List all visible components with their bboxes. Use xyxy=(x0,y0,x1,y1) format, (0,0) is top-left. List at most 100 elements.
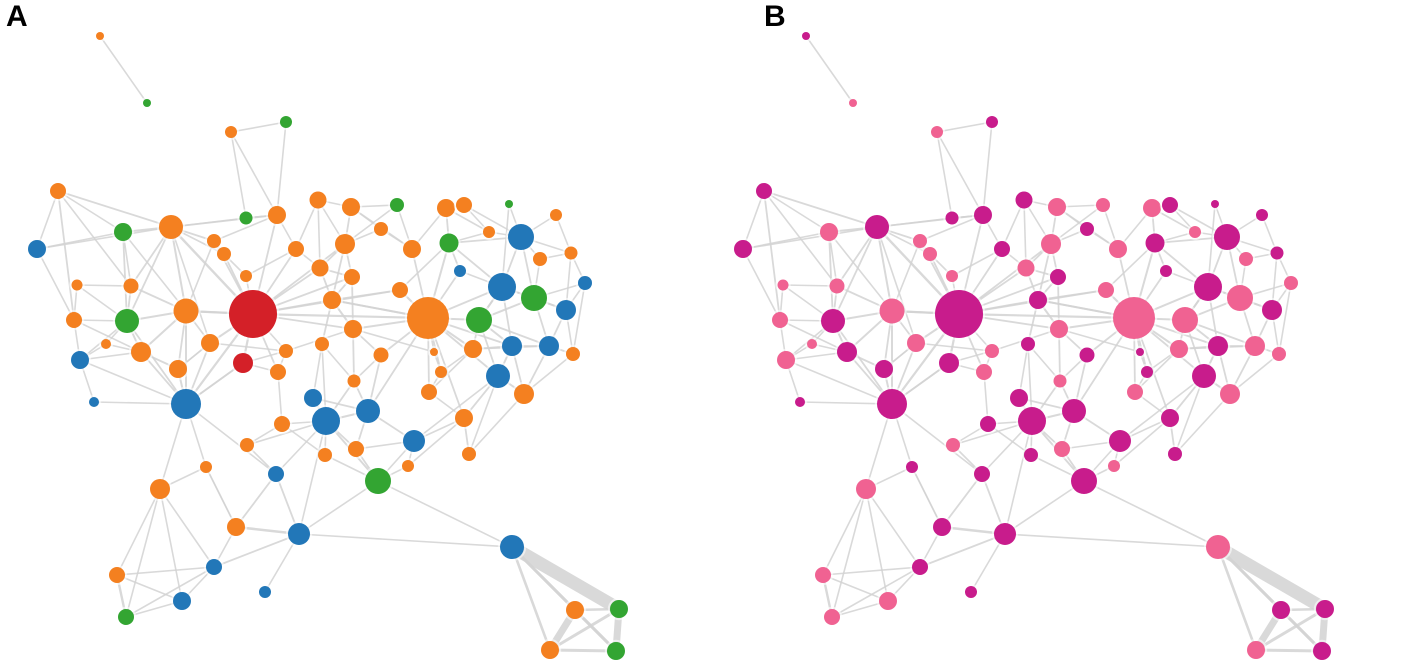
graph-node[interactable] xyxy=(879,592,897,610)
graph-node[interactable] xyxy=(1143,199,1161,217)
graph-node[interactable] xyxy=(390,198,404,212)
graph-node[interactable] xyxy=(403,240,421,258)
graph-node[interactable] xyxy=(734,240,752,258)
graph-node[interactable] xyxy=(1162,197,1178,213)
graph-node[interactable] xyxy=(1050,320,1068,338)
graph-node[interactable] xyxy=(114,223,132,241)
graph-node[interactable] xyxy=(1054,441,1070,457)
graph-node[interactable] xyxy=(985,344,999,358)
graph-node[interactable] xyxy=(318,448,332,462)
graph-node[interactable] xyxy=(217,247,231,261)
graph-node[interactable] xyxy=(240,270,252,282)
graph-node[interactable] xyxy=(1313,642,1331,660)
graph-node[interactable] xyxy=(437,199,455,217)
graph-node[interactable] xyxy=(1272,347,1286,361)
graph-node[interactable] xyxy=(533,252,547,266)
graph-node[interactable] xyxy=(430,348,438,356)
graph-node[interactable] xyxy=(556,300,576,320)
graph-node[interactable] xyxy=(207,234,221,248)
graph-node[interactable] xyxy=(877,389,907,419)
graph-node[interactable] xyxy=(856,479,876,499)
graph-node[interactable] xyxy=(206,559,222,575)
graph-node[interactable] xyxy=(455,409,473,427)
graph-node[interactable] xyxy=(1194,273,1222,301)
graph-node[interactable] xyxy=(1211,200,1219,208)
graph-node[interactable] xyxy=(1018,407,1046,435)
graph-node[interactable] xyxy=(815,567,831,583)
graph-node[interactable] xyxy=(304,389,322,407)
graph-node[interactable] xyxy=(1050,269,1066,285)
graph-node[interactable] xyxy=(923,247,937,261)
graph-node[interactable] xyxy=(772,312,788,328)
graph-node[interactable] xyxy=(131,342,151,362)
graph-node[interactable] xyxy=(1170,340,1188,358)
graph-node[interactable] xyxy=(1096,198,1110,212)
graph-node[interactable] xyxy=(66,312,82,328)
graph-node[interactable] xyxy=(849,99,857,107)
graph-node[interactable] xyxy=(945,211,959,225)
graph-node[interactable] xyxy=(89,397,99,407)
graph-node[interactable] xyxy=(1010,389,1028,407)
graph-node[interactable] xyxy=(159,215,183,239)
graph-node[interactable] xyxy=(173,298,199,324)
graph-node[interactable] xyxy=(115,309,139,333)
graph-node[interactable] xyxy=(392,282,408,298)
graph-node[interactable] xyxy=(974,466,990,482)
graph-node[interactable] xyxy=(229,290,277,338)
graph-node[interactable] xyxy=(1109,240,1127,258)
graph-node[interactable] xyxy=(879,298,905,324)
graph-node[interactable] xyxy=(1272,601,1290,619)
graph-node[interactable] xyxy=(1245,336,1265,356)
graph-node[interactable] xyxy=(1316,600,1334,618)
graph-node[interactable] xyxy=(71,279,83,291)
graph-node[interactable] xyxy=(907,334,925,352)
graph-node[interactable] xyxy=(311,259,329,277)
graph-node[interactable] xyxy=(1098,282,1114,298)
graph-node[interactable] xyxy=(1256,209,1268,221)
graph-node[interactable] xyxy=(807,339,817,349)
graph-node[interactable] xyxy=(986,116,998,128)
graph-node[interactable] xyxy=(1048,198,1066,216)
graph-node[interactable] xyxy=(829,278,845,294)
graph-node[interactable] xyxy=(123,278,139,294)
graph-node[interactable] xyxy=(323,291,341,309)
graph-node[interactable] xyxy=(288,241,304,257)
graph-node[interactable] xyxy=(270,364,286,380)
graph-node[interactable] xyxy=(1247,641,1265,659)
graph-node[interactable] xyxy=(1168,447,1182,461)
graph-node[interactable] xyxy=(1161,409,1179,427)
graph-node[interactable] xyxy=(976,364,992,380)
graph-node[interactable] xyxy=(488,273,516,301)
graph-node[interactable] xyxy=(150,479,170,499)
graph-node[interactable] xyxy=(514,384,534,404)
graph-node[interactable] xyxy=(1172,307,1198,333)
graph-node[interactable] xyxy=(980,416,996,432)
graph-node[interactable] xyxy=(837,342,857,362)
graph-node[interactable] xyxy=(50,183,66,199)
graph-node[interactable] xyxy=(348,441,364,457)
graph-node[interactable] xyxy=(225,126,237,138)
graph-node[interactable] xyxy=(1015,191,1033,209)
graph-node[interactable] xyxy=(1262,300,1282,320)
graph-node[interactable] xyxy=(1108,460,1120,472)
graph-node[interactable] xyxy=(974,206,992,224)
graph-node[interactable] xyxy=(464,340,482,358)
graph-node[interactable] xyxy=(502,336,522,356)
graph-node[interactable] xyxy=(239,211,253,225)
graph-node[interactable] xyxy=(1227,285,1253,311)
graph-node[interactable] xyxy=(109,567,125,583)
graph-node[interactable] xyxy=(1080,222,1094,236)
graph-node[interactable] xyxy=(564,246,578,260)
graph-node[interactable] xyxy=(1214,224,1240,250)
graph-node[interactable] xyxy=(994,241,1010,257)
graph-node[interactable] xyxy=(439,233,459,253)
graph-node[interactable] xyxy=(994,523,1016,545)
graph-node[interactable] xyxy=(521,285,547,311)
graph-node[interactable] xyxy=(1029,291,1047,309)
graph-node[interactable] xyxy=(118,609,134,625)
graph-node[interactable] xyxy=(1136,348,1144,356)
graph-node[interactable] xyxy=(143,99,151,107)
graph-node[interactable] xyxy=(374,222,388,236)
graph-node[interactable] xyxy=(28,240,46,258)
graph-node[interactable] xyxy=(906,461,918,473)
